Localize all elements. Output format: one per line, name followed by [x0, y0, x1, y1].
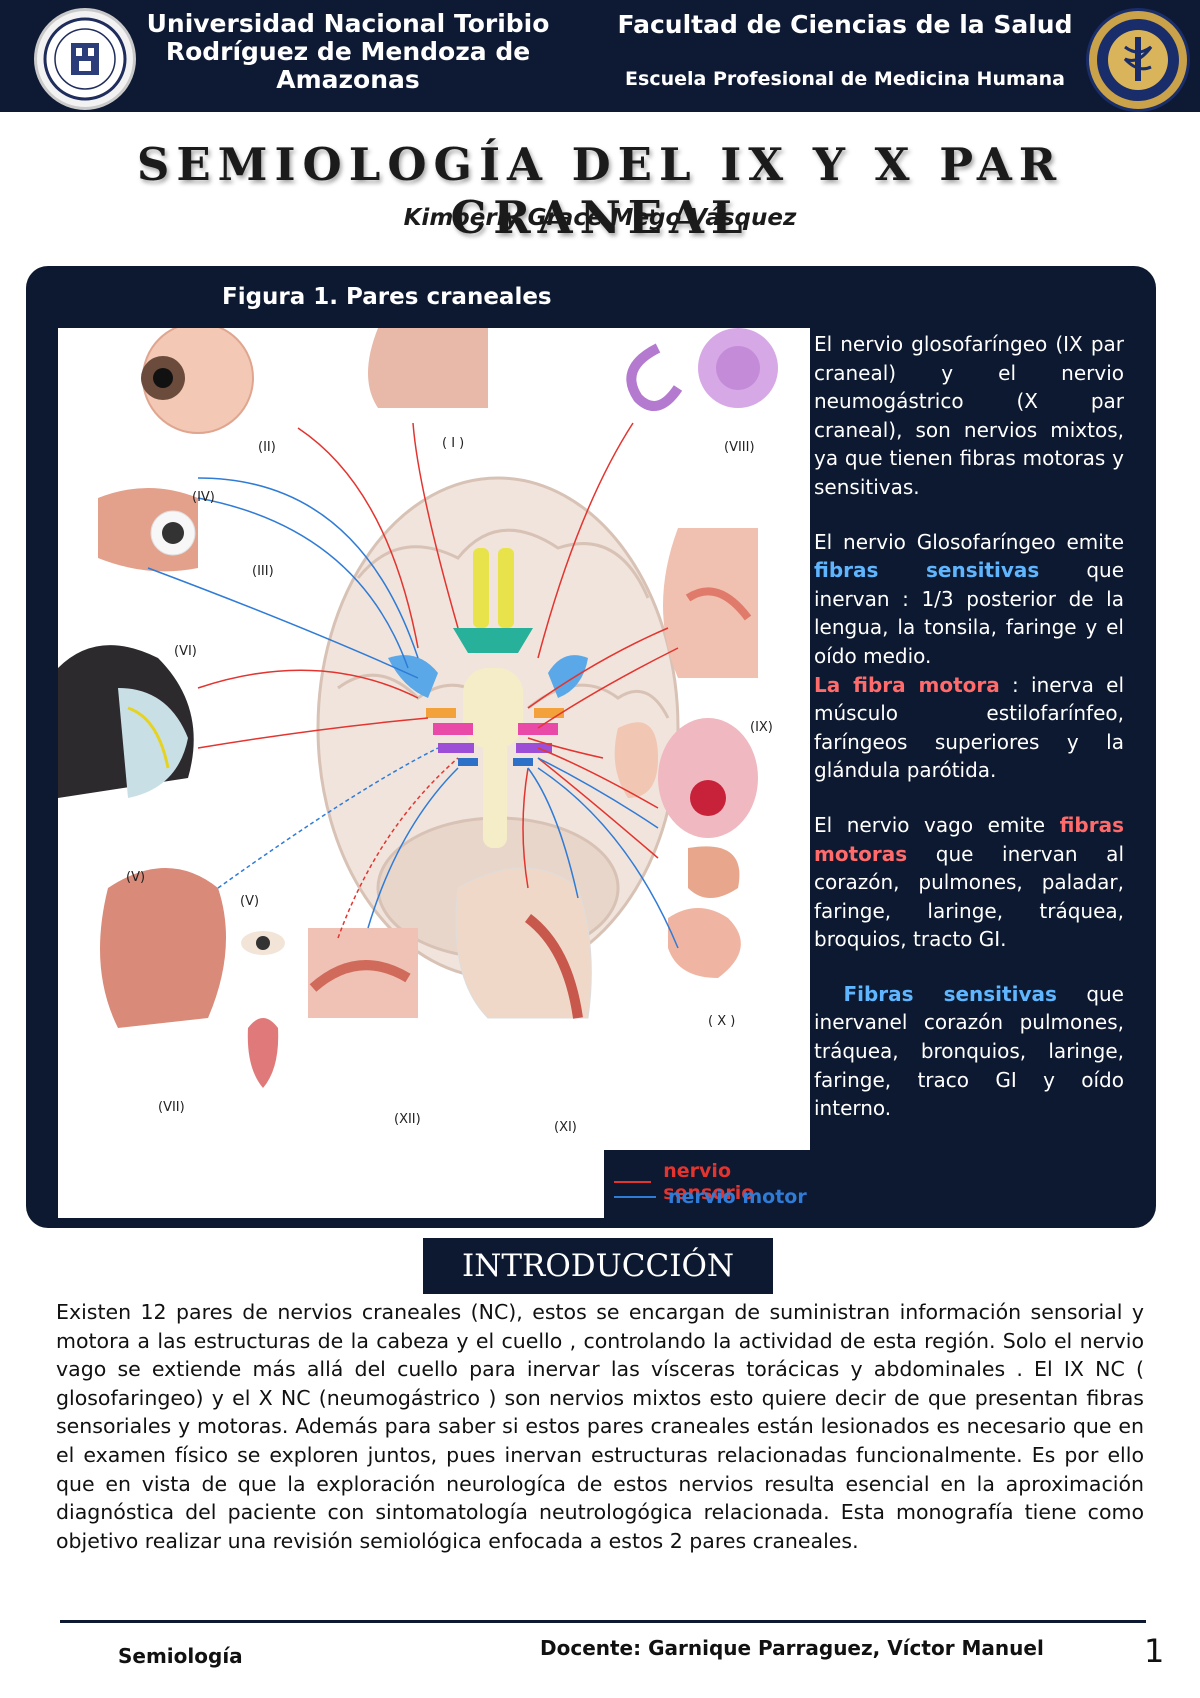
school-name: Escuela Profesional de Medicina Humana [625, 68, 1065, 90]
label-cn-xi: (XI) [554, 1120, 577, 1135]
label-cn-vii: (VII) [158, 1100, 185, 1115]
p4-highlight-sensory: Fibras sensitivas [843, 981, 1057, 1006]
p3-text-c: que inervan al corazón, pulmones, palada… [814, 841, 1124, 952]
cranial-nerves-figure: (II) ( I ) (VIII) (IV) (III) (VI) (IX) (… [58, 328, 810, 1218]
figure-caption: Figura 1. Pares craneales [222, 284, 552, 310]
cranial-nerves-illustration [58, 328, 778, 1088]
university-name: Universidad Nacional Toribio Rodríguez d… [146, 9, 550, 94]
label-cn-viii: (VIII) [724, 440, 755, 455]
footer-teacher: Docente: Garnique Parraguez, Víctor Manu… [540, 1636, 1044, 1660]
legend-motor: nervio motor [614, 1186, 807, 1208]
page-number: 1 [1144, 1632, 1165, 1670]
label-cn-iii: (III) [252, 564, 274, 579]
side-description: El nervio glosofaríngeo (IX par craneal)… [814, 330, 1124, 1149]
author-name: Kimberly Grace Mego Vásquez [403, 205, 797, 231]
p2-highlight-motor: La fibra motora [814, 672, 1000, 697]
label-cn-iv: (IV) [192, 490, 215, 505]
label-cn-v: (V) [240, 894, 260, 909]
label-cn-v-face: (V) [126, 870, 146, 885]
motor-line-swatch [614, 1196, 656, 1198]
page-title: SEMIOLOGÍA DEL IX Y X PAR CRANEAL [136, 138, 1064, 244]
label-cn-ii: (II) [258, 440, 276, 455]
side-paragraph-1: El nervio glosofaríngeo (IX par craneal)… [814, 332, 1124, 499]
figure-legend: nervio sensorio nervio motor [604, 1150, 810, 1218]
sensory-line-swatch [614, 1181, 652, 1183]
p2-highlight-sensory: fibras sensitivas [814, 558, 1040, 583]
side-paragraph-3: El nervio vago emite fibras motoras que … [814, 811, 1124, 954]
faculty-name: Facultad de Ciencias de la Salud [617, 10, 1073, 39]
label-cn-ix: (IX) [750, 720, 773, 735]
side-paragraph-4: Fibras sensitivas que inervanel corazón … [814, 980, 1124, 1123]
legend-motor-label: nervio motor [668, 1186, 807, 1208]
intro-paragraph: Existen 12 pares de nervios craneales (N… [56, 1300, 1144, 1553]
university-seal-icon [34, 8, 136, 110]
legend-sensory-label: nervio sensorio [663, 1160, 755, 1204]
intro-heading: INTRODUCCIÓN [423, 1238, 773, 1294]
legend-sensory: nervio sensorio [614, 1160, 810, 1204]
label-cn-i: ( I ) [442, 436, 465, 451]
side-paragraph-2: El nervio Glosofaríngeo emite fibras sen… [814, 528, 1124, 785]
p4-text-b: que inervanel corazón pulmones, tráquea,… [814, 981, 1124, 1121]
p2-text-e: : inerva el músculo estilofarínfeo, farí… [814, 672, 1124, 783]
label-cn-x: ( X ) [708, 1014, 736, 1029]
p2-text-c: que inervan : 1/3 posterior de la lengua… [814, 558, 1124, 668]
label-cn-vi: (VI) [174, 644, 197, 659]
p3-highlight-motor: fibras motoras [814, 812, 1124, 866]
medicine-school-seal-icon [1086, 8, 1190, 112]
footer-course: Semiología [118, 1644, 243, 1668]
p2-text-a: El nervio Glosofaríngeo emite [814, 529, 1124, 554]
label-cn-xii: (XII) [394, 1112, 421, 1127]
footer-divider [60, 1620, 1146, 1623]
p3-text-a: El nervio vago emite [814, 812, 1060, 837]
